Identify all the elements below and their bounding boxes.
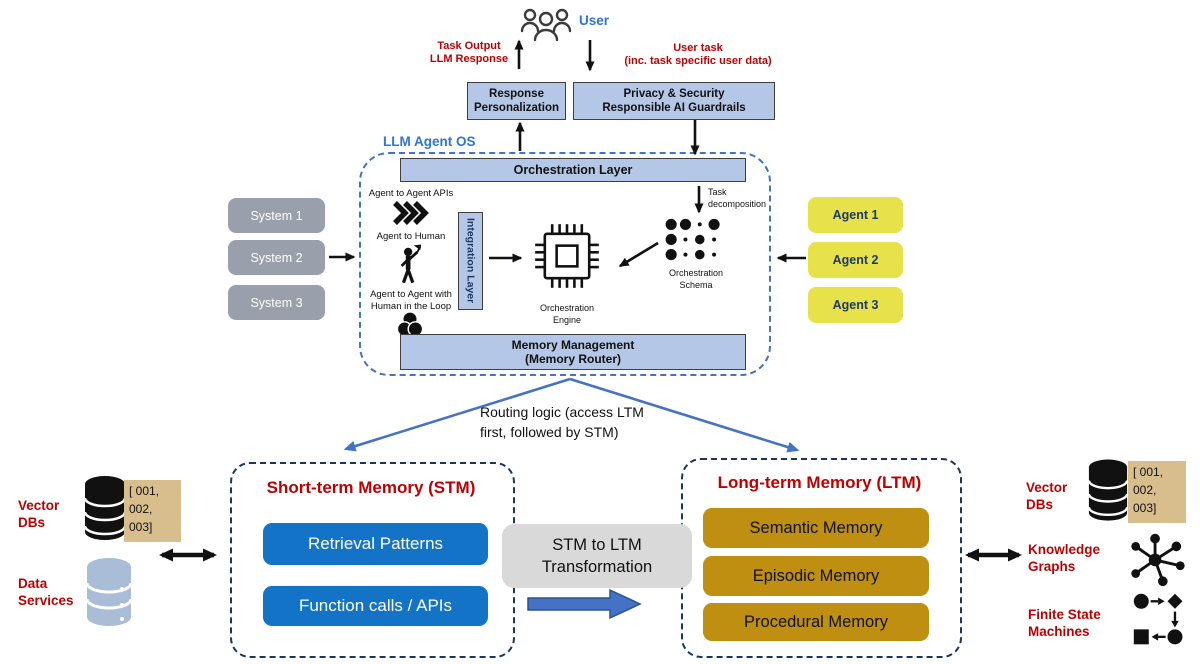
orchestration-schema-label: Orchestration Schema <box>668 268 724 290</box>
response-personalization-box: Response Personalization <box>467 82 566 120</box>
privacy-guardrails-box: Privacy & Security Responsible AI Guardr… <box>573 82 775 120</box>
knowledge-graphs-label: Knowledge Graphs <box>1028 542 1101 574</box>
task-output-label: Task Output LLM Response <box>429 40 509 65</box>
state-machine-icon <box>1131 591 1189 649</box>
system-1-box: System 1 <box>228 198 325 233</box>
agent-to-agent-apis-label: Agent to Agent APIs <box>368 188 454 199</box>
left-vector-dbs-label: Vector DBs <box>18 498 60 530</box>
data-services-label: Data Services <box>18 576 74 608</box>
memory-management-bar: Memory Management (Memory Router) <box>400 334 746 370</box>
ltm-item-procedural-memory: Procedural Memory <box>703 603 929 641</box>
stm-title: Short-term Memory (STM) <box>266 478 476 497</box>
right-vector-values-note: [ 001, 002, 003] <box>1128 461 1186 523</box>
user-label: User <box>579 13 610 28</box>
system-3-box: System 3 <box>228 285 325 320</box>
agent-to-agent-hitl-label: Agent to Agent with Human in the Loop <box>370 289 452 312</box>
agent-to-human-label: Agent to Human <box>376 231 446 242</box>
ltm-item-semantic-memory: Semantic Memory <box>703 508 929 548</box>
triple-chevron-icon <box>393 201 429 225</box>
left-vector-values-note: [ 001, 002, 003] <box>124 480 181 542</box>
agent-3-box: Agent 3 <box>808 287 903 323</box>
block-arrow-stm-to-ltm <box>527 588 642 620</box>
ltm-title: Long-term Memory (LTM) <box>717 473 922 492</box>
task-decomposition-label: Task decomposition <box>708 187 767 209</box>
orchestration-layer-bar: Orchestration Layer <box>400 158 746 182</box>
finite-state-machines-label: Finite State Machines <box>1028 607 1101 639</box>
routing-logic-label: Routing logic (access LTM first, followe… <box>480 404 644 440</box>
user-task-label: User task (inc. task specific user data) <box>624 42 772 67</box>
system-2-box: System 2 <box>228 240 325 275</box>
ltm-item-episodic-memory: Episodic Memory <box>703 556 929 596</box>
stm-item-retrieval-patterns: Retrieval Patterns <box>263 523 488 565</box>
orchestration-engine-label: Orchestration Engine <box>539 303 595 325</box>
llm-agent-os-box <box>359 152 771 376</box>
left-vector-db-cylinder-icon <box>83 475 127 543</box>
person-flag-icon <box>396 243 424 287</box>
dot-matrix-icon <box>664 217 726 262</box>
right-vector-db-cylinder-icon <box>1087 456 1129 526</box>
people-icon <box>520 7 572 41</box>
venn-circles-icon <box>396 311 424 338</box>
stm-to-ltm-transformation-box: STM to LTM Transformation <box>502 524 692 588</box>
data-services-cylinder-icon <box>84 557 134 629</box>
chip-icon <box>530 219 604 293</box>
graph-nodes-icon <box>1126 530 1188 586</box>
agent-2-box: Agent 2 <box>808 242 903 278</box>
right-vector-dbs-label: Vector DBs <box>1026 480 1068 512</box>
stm-item-function-calls: Function calls / APIs <box>263 586 488 626</box>
integration-layer-bar: Integration Layer <box>458 212 483 310</box>
llm-agent-os-label: LLM Agent OS <box>383 134 476 149</box>
agent-1-box: Agent 1 <box>808 197 903 233</box>
